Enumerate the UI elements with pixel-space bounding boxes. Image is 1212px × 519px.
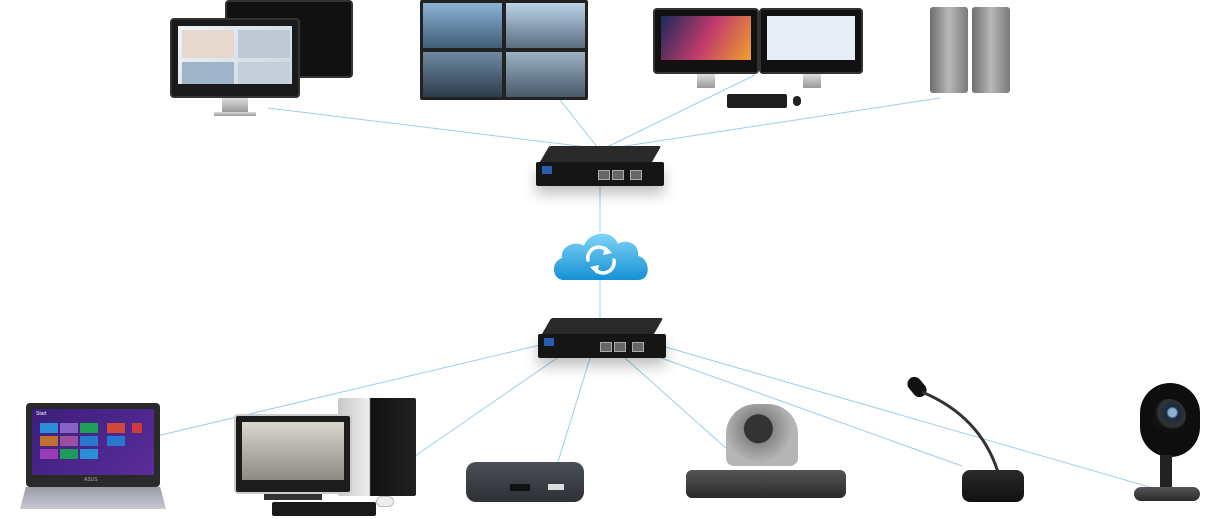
keyboard	[272, 502, 376, 516]
top-codec[interactable]	[536, 146, 664, 188]
link-security-camera	[661, 345, 1161, 491]
link-video-wall	[559, 99, 599, 149]
video-conference-monitors	[170, 0, 355, 120]
hdmi-port	[510, 484, 530, 491]
link-conference	[267, 107, 596, 149]
mouse	[793, 96, 801, 106]
security-camera	[1134, 383, 1204, 505]
video-wall	[420, 0, 588, 100]
link-speakers	[611, 97, 941, 149]
link-media-box	[557, 357, 591, 463]
dual-monitor-workstation	[653, 8, 863, 113]
link-microphone	[649, 353, 963, 467]
usb-port	[548, 484, 564, 490]
gooseneck-microphone	[904, 374, 1024, 506]
laptop-brand: ASUS	[84, 477, 98, 483]
link-pc	[414, 355, 561, 457]
keyboard	[727, 94, 787, 108]
link-workstation	[604, 74, 756, 149]
media-box	[466, 462, 584, 502]
brand-logo	[542, 166, 552, 174]
screen-start-label: Start	[36, 411, 47, 417]
ptz-camera	[686, 404, 846, 500]
laptop: Start ASUS	[20, 403, 166, 511]
link-laptop	[139, 344, 541, 441]
cloud-sync-icon	[553, 233, 648, 280]
desktop-pc	[234, 396, 416, 518]
mouse	[376, 496, 394, 507]
bottom-codec[interactable]	[538, 318, 666, 360]
speakers	[930, 7, 1012, 93]
link-ptz-camera	[624, 357, 729, 451]
brand-logo	[544, 338, 554, 346]
